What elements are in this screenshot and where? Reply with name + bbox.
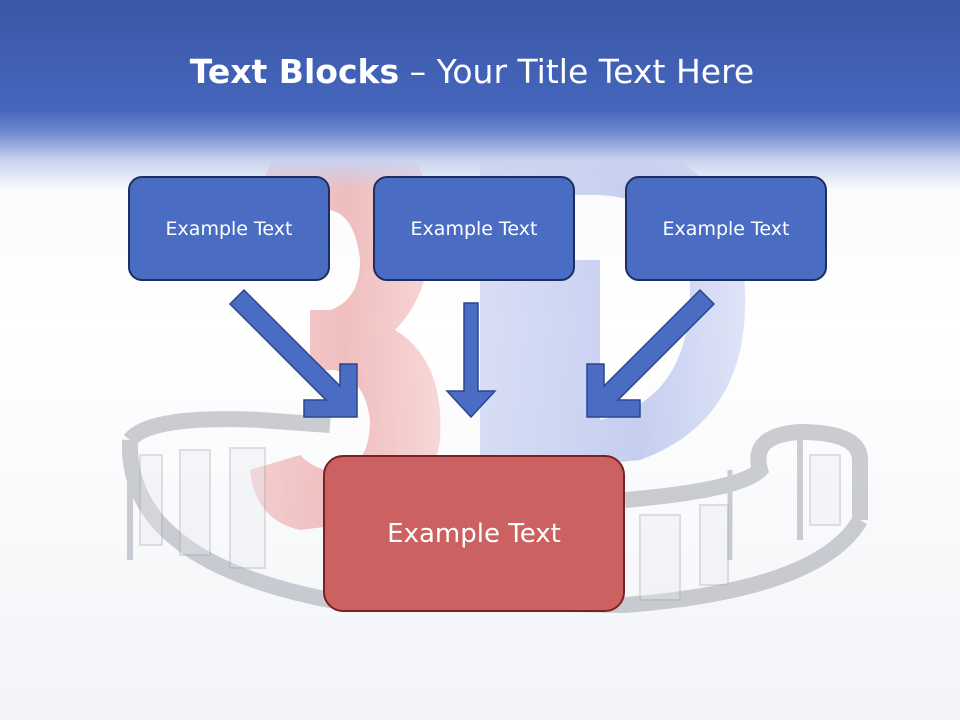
top-box-center-label: Example Text (410, 217, 538, 240)
center-box-label: Example Text (387, 518, 561, 549)
arrow-right-down-left (586, 288, 716, 418)
slide-title: Text Blocks – Your Title Text Here (0, 52, 944, 91)
top-box-center[interactable]: Example Text (373, 176, 575, 281)
center-box[interactable]: Example Text (323, 455, 625, 612)
title-bold-part: Text Blocks (189, 52, 400, 91)
film-strip-frames (139, 447, 841, 601)
top-box-right-label: Example Text (662, 217, 790, 240)
title-rest: Your Title Text Here (436, 52, 755, 91)
arrow-center-down (445, 302, 497, 419)
top-box-left[interactable]: Example Text (128, 176, 330, 281)
top-box-right[interactable]: Example Text (625, 176, 827, 281)
title-dash: – (409, 52, 427, 91)
title-bar (0, 0, 960, 190)
arrow-left-down-right (228, 288, 358, 418)
top-box-left-label: Example Text (165, 217, 293, 240)
